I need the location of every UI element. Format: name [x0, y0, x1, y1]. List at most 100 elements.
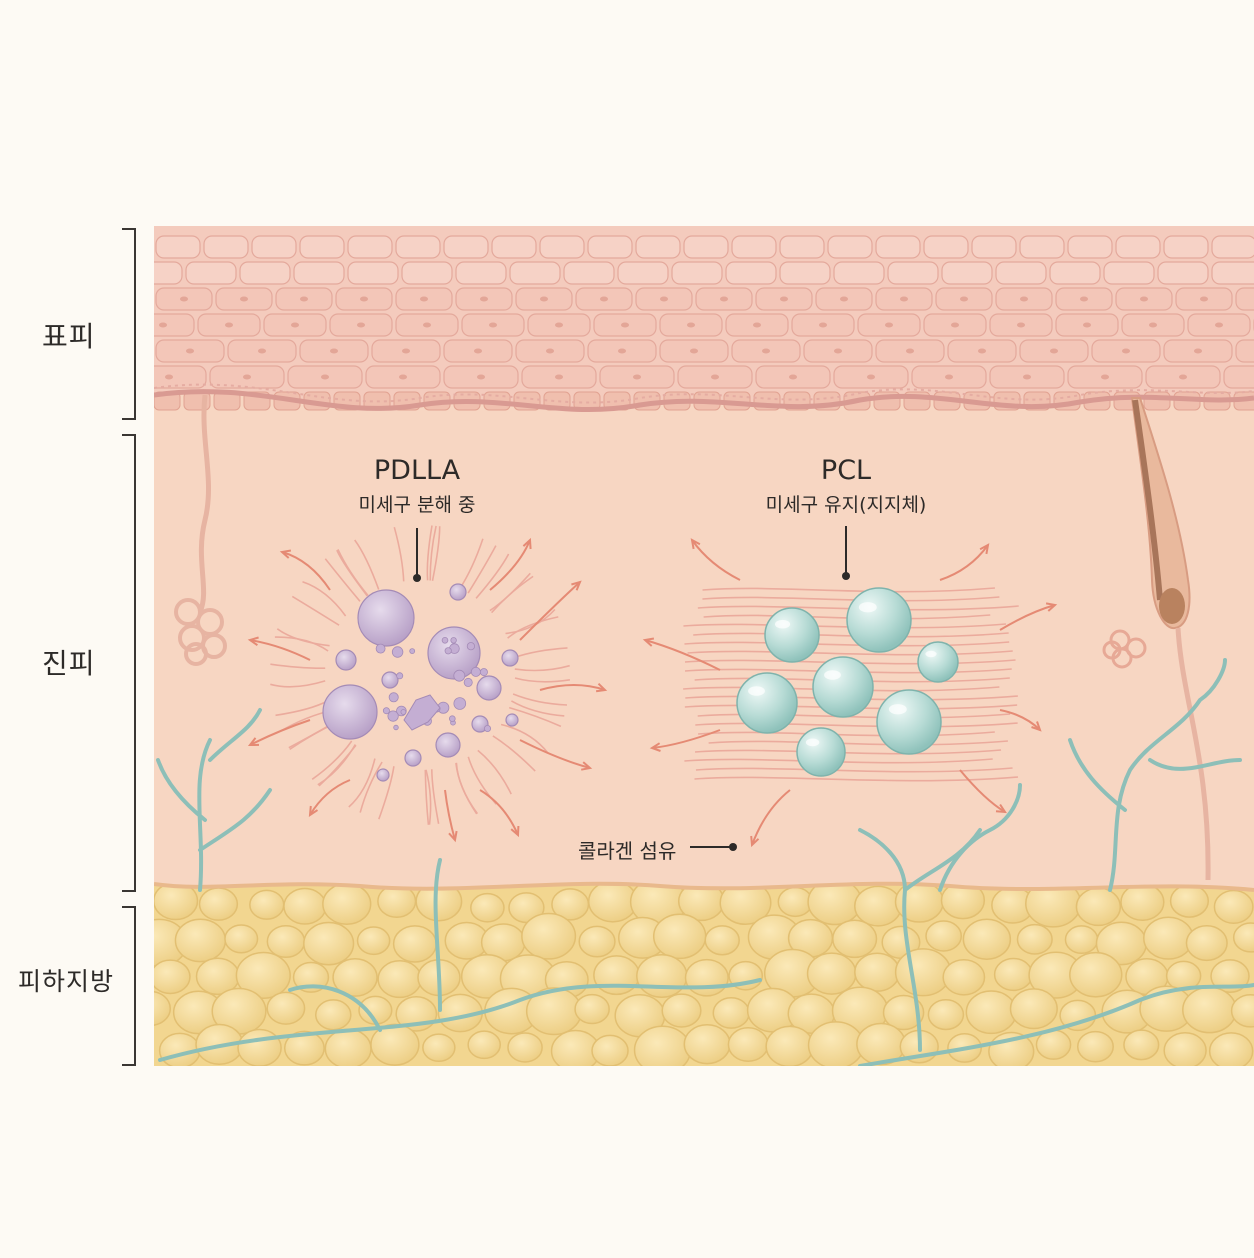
dermis-bracket: [122, 434, 136, 892]
cell-nucleus: [360, 296, 368, 302]
pdlla-fragment: [409, 648, 416, 654]
fat-cell: [1009, 988, 1058, 1030]
fat-cell: [661, 993, 702, 1028]
arrow-line: [249, 719, 311, 746]
fat-cell: [470, 892, 505, 923]
cell-nucleus: [258, 348, 266, 354]
epidermis-cell: [725, 261, 777, 285]
dermis-layer: [154, 391, 1254, 890]
pdlla-particle: [381, 671, 399, 689]
fat-cell: [854, 952, 901, 992]
pdlla-particle: [471, 715, 489, 733]
fat-cell: [1143, 916, 1194, 960]
fat-cell: [727, 1026, 769, 1063]
cell-nucleus: [1023, 374, 1031, 380]
cell-nucleus: [300, 296, 308, 302]
cell-nucleus: [1101, 374, 1109, 380]
cell-nucleus: [819, 322, 827, 328]
fat-cell: [1230, 993, 1254, 1028]
pdlla-particle: [476, 675, 502, 701]
pdlla-particle: [376, 768, 390, 782]
cell-nucleus: [1215, 322, 1223, 328]
epidermis-cell: [875, 235, 921, 259]
arrow-line: [309, 779, 351, 816]
collagen-strand: [429, 525, 437, 581]
fat-cell: [574, 993, 610, 1025]
fat-cell: [1076, 1030, 1114, 1063]
pdlla-particle: [449, 583, 467, 601]
fat-cell: [1123, 1029, 1160, 1061]
dermis-fat-boundary: [154, 881, 1254, 892]
epidermis-cell: [395, 235, 441, 259]
cell-nucleus: [621, 322, 629, 328]
collagen-strand: [359, 761, 383, 813]
dermis-label: 진피: [42, 647, 96, 680]
hair-bulb: [1159, 588, 1185, 624]
fat-cell: [925, 920, 963, 952]
cell-nucleus: [660, 296, 668, 302]
cell-nucleus: [1122, 348, 1130, 354]
fat-cell: [283, 887, 327, 925]
blood-vessels: [156, 658, 1254, 1066]
cell-nucleus: [480, 296, 488, 302]
cell-nucleus: [633, 374, 641, 380]
epidermis-cell: [539, 235, 585, 259]
pcl-highlight: [925, 650, 937, 658]
pdlla-fragment: [483, 725, 491, 733]
collagen-strand: [500, 723, 549, 754]
cell-nucleus: [225, 322, 233, 328]
arrow-head: [522, 537, 532, 550]
fat-cell: [315, 999, 352, 1031]
fat-cell: [154, 991, 171, 1026]
collagen-strand: [431, 526, 441, 581]
epidermis-cell: [779, 261, 831, 285]
arrow-head: [595, 682, 608, 693]
cell-nucleus: [321, 374, 329, 380]
epidermis-cell: [779, 235, 825, 259]
fat-cell: [854, 885, 903, 927]
cell-nucleus: [540, 296, 548, 302]
collagen-strand: [511, 700, 565, 717]
fat-cell: [807, 1021, 865, 1066]
epidermis-cell: [941, 261, 993, 285]
arrow-head: [308, 805, 319, 817]
pdlla-fragment: [387, 710, 399, 722]
fat-cell: [652, 913, 707, 960]
cell-nucleus: [186, 348, 194, 354]
hair-shaft: [1132, 399, 1163, 601]
pcl-highlight: [858, 602, 877, 613]
epidermis-cell: [299, 235, 345, 259]
collagen-strand: [393, 526, 405, 582]
collagen-strand: [378, 766, 395, 820]
epidermis-cell: [293, 261, 345, 285]
collagen-strand: [467, 545, 497, 594]
cell-nucleus: [600, 296, 608, 302]
epidermis-cell: [401, 261, 453, 285]
pcl-particle: [876, 689, 942, 755]
cell-nucleus: [240, 296, 248, 302]
collagen-strand: [514, 677, 571, 683]
basement-membrane: [154, 389, 1254, 412]
cell-nucleus: [477, 374, 485, 380]
fat-cell: [1232, 922, 1254, 953]
collagen-label: 콜라겐 섬유: [578, 839, 677, 863]
pdlla-particle: [505, 713, 519, 727]
collagen-strand: [324, 558, 361, 602]
fat-cell: [392, 925, 437, 963]
collagen-strand: [455, 762, 479, 815]
fat-cell: [283, 1030, 325, 1066]
cell-nucleus: [1083, 322, 1091, 328]
arrow-line: [489, 539, 531, 591]
epidermis-cell: [1157, 261, 1209, 285]
cell-nucleus: [900, 296, 908, 302]
collagen-strand: [475, 553, 510, 599]
collagen-strand: [508, 706, 562, 728]
arrow-head: [649, 742, 661, 752]
cell-nucleus: [555, 374, 563, 380]
fat-cell: [1064, 925, 1099, 955]
collagen-strand: [693, 632, 1009, 638]
epidermis-cell: [587, 235, 633, 259]
arrow-line: [999, 709, 1041, 731]
fat-cell: [962, 918, 1012, 960]
pdlla-particle: [357, 589, 415, 647]
